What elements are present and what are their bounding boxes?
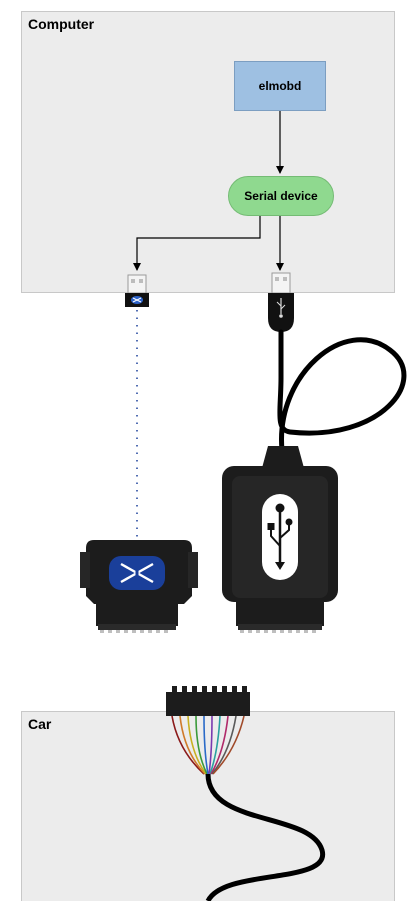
usb-cable — [277, 329, 407, 453]
car-label: Car — [28, 716, 52, 732]
elmobd-node: elmobd — [234, 61, 326, 111]
bluetooth-adapter-device — [80, 540, 198, 633]
usb-trident-icon — [262, 494, 298, 580]
arrow-serial-to-bluetooth — [133, 216, 261, 271]
usb-plug-icon — [268, 272, 294, 332]
computer-container: Computer — [21, 11, 395, 293]
obd-connector-icon — [98, 624, 176, 633]
car-container: Car — [21, 711, 395, 901]
wire-harness-icon — [166, 686, 325, 901]
serial-device-node: Serial device — [228, 176, 334, 216]
obd-connector-icon — [238, 624, 322, 633]
bluetooth-dongle-icon — [125, 274, 149, 307]
computer-label: Computer — [28, 16, 95, 32]
bluetooth-icon — [109, 556, 165, 590]
usb-adapter-device — [222, 446, 338, 633]
